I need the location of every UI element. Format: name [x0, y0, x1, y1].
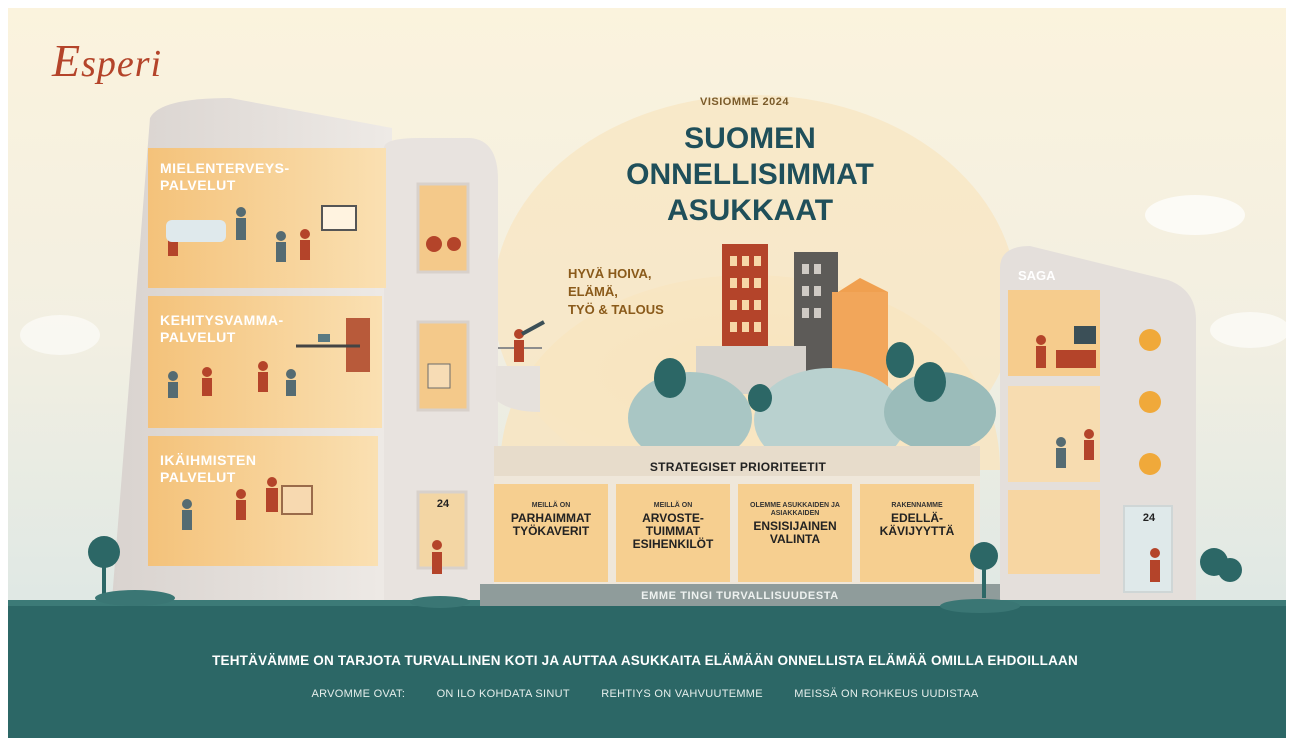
strategy-card-bg-1: [494, 484, 608, 582]
strategy-card-2-big: ARVOSTE-TUIMMAT ESIHENKILÖT: [632, 511, 714, 551]
tower-window-1: [416, 182, 470, 274]
strategy-card-1-small: MEILLÄ ON: [531, 502, 571, 509]
floor-2-title-line-2: PALVELUT: [160, 329, 236, 345]
values-row: ARVOMME OVAT: ON ILO KOHDATA SINUT REHTI…: [60, 688, 1230, 700]
strategy-card-3-small: OLEMME ASUKKAIDEN JA ASIAKKAIDEN: [750, 502, 840, 517]
value-item-1: ON ILO KOHDATA SINUT: [436, 688, 570, 700]
strategy-card-1: MEILLÄ ON PARHAIMMAT TYÖKAVERIT: [495, 484, 607, 580]
logo-initial: E: [52, 35, 82, 86]
strategy-card-bg-3: [738, 484, 852, 582]
strategy-card-bg-2: [616, 484, 730, 582]
saga-floor-3: [1008, 490, 1100, 574]
strategy-card-4: RAKENNAMME EDELLÄ-KÄVIJYYTTÄ: [861, 484, 973, 580]
floor-1-title-line-1: MIELENTERVEYS-: [160, 160, 290, 176]
logo-text: speri: [81, 43, 163, 85]
mission-statement: TEHTÄVÄMME ON TARJOTA TURVALLINEN KOTI J…: [212, 653, 1078, 668]
esperi-logo: Esperi: [52, 34, 162, 87]
vision-line-1: SUOMEN: [684, 122, 816, 155]
safety-text: EMME TINGI TURVALLISUUDESTA: [641, 590, 839, 602]
door-sign-right: 24: [1142, 512, 1156, 524]
strategy-card-bg-4: [860, 484, 974, 582]
value-item-3: MEISSÄ ON ROHKEUS UUDISTAA: [794, 688, 979, 700]
strategy-card-4-small: RAKENNAMME: [891, 502, 943, 509]
strategy-card-3-big: ENSISIJAINEN VALINTA: [753, 519, 837, 546]
values-label: ARVOMME OVAT:: [311, 688, 406, 700]
vision-line-3: ASUKKAAT: [666, 194, 834, 227]
floor-1-title-line-2: PALVELUT: [160, 177, 236, 193]
vision-label: VISIOMME 2024: [700, 96, 790, 108]
hoiva-line-3: TYÖ & TALOUS: [568, 302, 664, 317]
strategy-card-3: OLEMME ASUKKAIDEN JA ASIAKKAIDEN ENSISIJ…: [739, 484, 851, 580]
hoiva-line-1: HYVÄ HOIVA,: [568, 266, 652, 281]
strategy-card-2-small: MEILLÄ ON: [653, 502, 693, 509]
ground: [8, 600, 1286, 738]
safety-band: [480, 584, 1000, 606]
strategy-card-1-big: PARHAIMMAT TYÖKAVERIT: [510, 511, 592, 538]
hoiva-line-2: ELÄMÄ,: [568, 284, 618, 299]
strategy-card-2: MEILLÄ ON ARVOSTE-TUIMMAT ESIHENKILÖT: [617, 484, 729, 580]
floor-3-title-line-2: PALVELUT: [160, 469, 236, 485]
door-sign-left: 24: [436, 498, 450, 510]
strategy-card-4-big: EDELLÄ-KÄVIJYYTTÄ: [879, 511, 955, 538]
saga-label: SAGA: [1018, 268, 1056, 283]
vision-line-2: ONNELLISIMMAT: [626, 158, 874, 191]
floor-2-title-line-1: KEHITYSVAMMA-: [160, 312, 284, 328]
value-item-2: REHTIYS ON VAHVUUTEMME: [601, 688, 763, 700]
strategy-title: STRATEGISET PRIORITEETIT: [649, 460, 827, 474]
floor-3-title-line-1: IKÄIHMISTEN: [160, 452, 257, 468]
